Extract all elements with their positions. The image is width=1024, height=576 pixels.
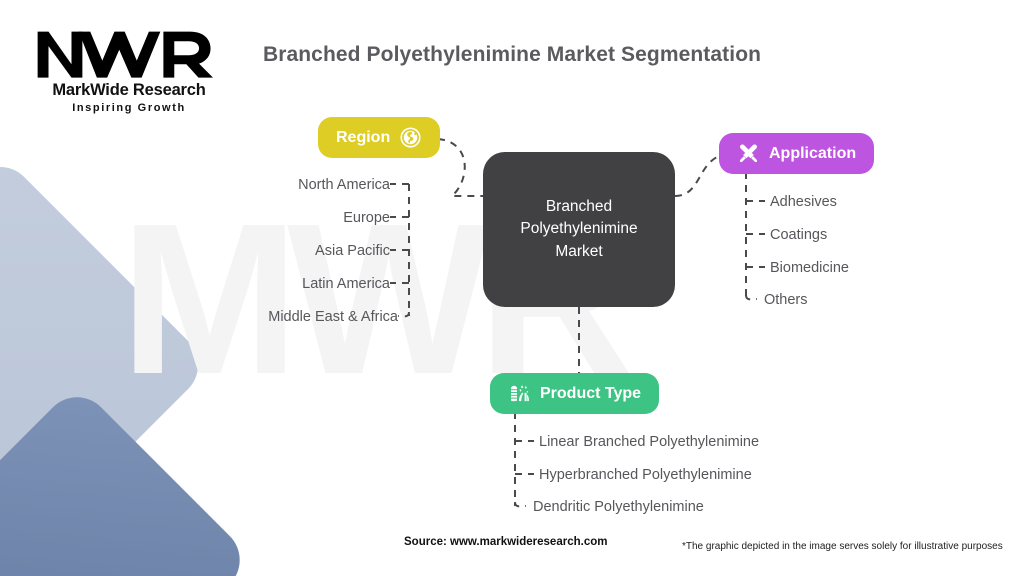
connector-product-stub-2	[514, 501, 527, 508]
leaf-product-type-2[interactable]: Dendritic Polyethylenimine	[533, 499, 704, 515]
branch-label-product-type: Product Type	[540, 384, 642, 402]
leaf-application-2[interactable]: Biomedicine	[770, 260, 849, 276]
leaf-region-1[interactable]: Europe	[343, 210, 390, 226]
branch-badge-application[interactable]: Application	[719, 133, 875, 174]
leaf-application-0[interactable]: Adhesives	[770, 194, 837, 210]
globe-icon	[399, 126, 422, 149]
connector-center-to-application	[674, 155, 720, 197]
leaf-region-0[interactable]: North America	[298, 177, 390, 193]
center-node[interactable]: Branched Polyethylenimine Market	[483, 152, 675, 307]
leaf-region-2[interactable]: Asia Pacific	[315, 243, 390, 259]
brand-logo: MarkWide Research Inspiring Growth	[34, 28, 224, 114]
brand-name: MarkWide Research	[52, 81, 206, 99]
leaf-product-type-0[interactable]: Linear Branched Polyethylenimine	[539, 434, 760, 450]
leaf-application-1[interactable]: Coatings	[770, 227, 828, 243]
source-label: Source: www.markwideresearch.com	[404, 536, 608, 548]
brand-tagline: Inspiring Growth	[72, 102, 186, 114]
branch-label-region: Region	[336, 128, 391, 146]
center-node-label: Branched Polyethylenimine Market	[520, 197, 638, 260]
disclaimer-label: *The graphic depicted in the image serve…	[682, 541, 1003, 552]
page-title: Branched Polyethylenimine Market Segment…	[262, 43, 762, 66]
leaf-region-4[interactable]: Middle East & Africa	[268, 309, 398, 325]
mwr-monogram-icon	[37, 31, 213, 78]
leaf-application-3[interactable]: Others	[764, 292, 808, 308]
leaf-region-3[interactable]: Latin America	[302, 276, 390, 292]
branch-label-application: Application	[769, 144, 857, 162]
brush-tools-icon	[737, 142, 760, 165]
leaf-product-type-1[interactable]: Hyperbranched Polyethylenimine	[539, 467, 752, 483]
branch-badge-product-type[interactable]: Product Type	[490, 373, 660, 414]
chemical-container-icon	[508, 382, 531, 405]
connector-application-stub-3	[745, 294, 758, 301]
branch-badge-region[interactable]: Region	[318, 117, 441, 158]
